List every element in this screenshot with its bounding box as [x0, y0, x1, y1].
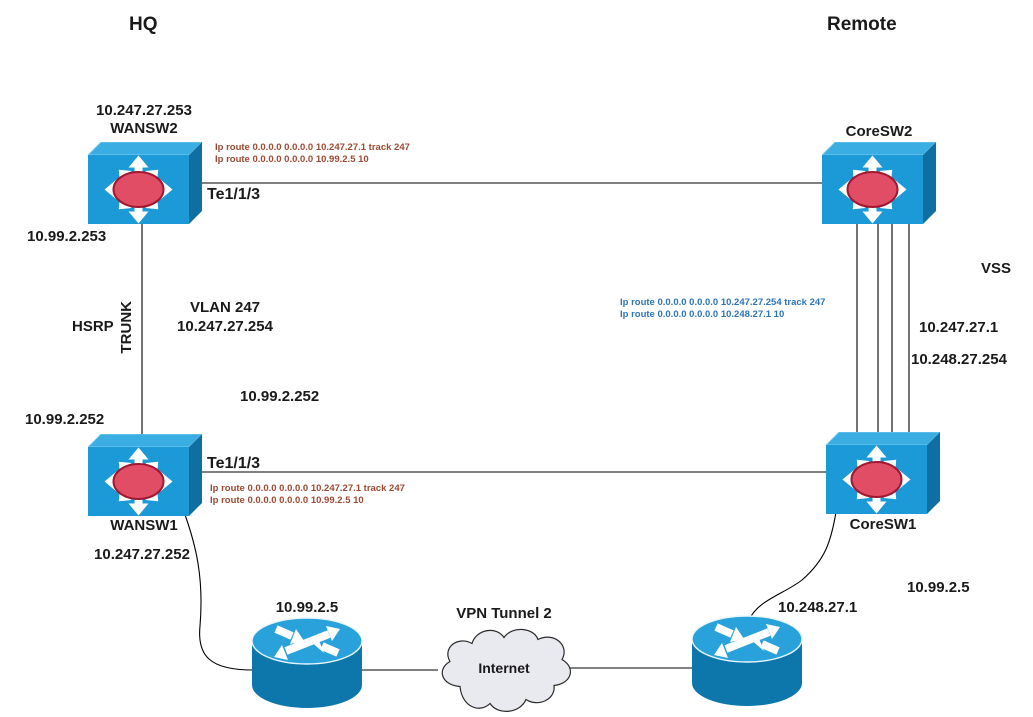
route-line: Ip route 0.0.0.0 0.0.0.0 10.248.27.1 10	[620, 309, 785, 320]
vss-ip2-label: 10.248.27.254	[911, 351, 1007, 368]
vlan-ip-label: 10.247.27.254	[177, 318, 273, 335]
vpn-tunnel-caption: VPN Tunnel 2	[456, 605, 552, 622]
route-line: Ip route 0.0.0.0 0.0.0.0 10.247.27.1 tra…	[215, 142, 410, 153]
remote-gw-ip-label: 10.99.2.5	[907, 579, 970, 596]
router-icon	[691, 615, 803, 706]
mid-ip-label: 10.99.2.252	[240, 388, 320, 405]
coresw1-device	[825, 431, 941, 519]
wansw1-hsrp-ip-label: 10.99.2.252	[25, 411, 105, 428]
router-hq-ip-label: 10.99.2.5	[275, 599, 339, 616]
hsrp-label: HSRP	[72, 318, 114, 335]
cloud-icon	[441, 628, 571, 712]
wansw2-name-label: WANSW2	[110, 120, 178, 137]
remote-site-title: Remote	[827, 14, 897, 35]
wansw2-ip-label: 10.247.27.253	[96, 102, 192, 119]
core-route-annotation: Ip route 0.0.0.0 0.0.0.0 10.247.27.254 t…	[620, 297, 825, 321]
trunk-label: TRUNK	[117, 301, 135, 354]
wansw2-route-annotation: Ip route 0.0.0.0 0.0.0.0 10.247.27.1 tra…	[215, 142, 410, 166]
wansw1-name-label: WANSW1	[110, 517, 178, 534]
switch-icon	[87, 433, 203, 516]
route-line: Ip route 0.0.0.0 0.0.0.0 10.99.2.5 10	[215, 154, 369, 165]
wansw1-device	[87, 433, 203, 521]
route-line: Ip route 0.0.0.0 0.0.0.0 10.247.27.1 tra…	[210, 483, 405, 494]
route-line: Ip route 0.0.0.0 0.0.0.0 10.247.27.254 t…	[620, 297, 826, 308]
switch-icon	[825, 431, 941, 514]
route-line: Ip route 0.0.0.0 0.0.0.0 10.99.2.5 10	[210, 495, 364, 506]
coresw1-name-label: CoreSW1	[849, 516, 917, 533]
te113-top-port-label: Te1/1/3	[207, 186, 261, 203]
hq-site-title: HQ	[129, 14, 158, 35]
vss-label: VSS	[981, 260, 1012, 277]
coresw2-name-label: CoreSW2	[845, 123, 913, 140]
wansw2-device	[87, 141, 203, 229]
internet-label: Internet	[478, 660, 530, 676]
router-remote-device	[690, 614, 804, 713]
link-wansw1-router-hq	[183, 511, 254, 671]
wansw1-route-annotation: Ip route 0.0.0.0 0.0.0.0 10.247.27.1 tra…	[210, 483, 405, 507]
vss-ip1-label: 10.247.27.1	[919, 319, 999, 336]
internet-cloud	[434, 623, 574, 717]
link-coresw1-router-remote	[748, 511, 837, 621]
te113-bottom-port-label: Te1/1/3	[207, 455, 261, 472]
router-hq-device	[250, 616, 364, 715]
switch-icon	[87, 141, 203, 224]
wansw1-ip-label: 10.247.27.252	[94, 546, 190, 563]
router-icon	[251, 617, 363, 708]
wansw2-vlan-ip-label: 10.99.2.253	[27, 228, 107, 245]
coresw2-device	[821, 141, 937, 229]
switch-icon	[821, 141, 937, 224]
vlan-label: VLAN 247	[189, 299, 261, 316]
router-remote-ip-label: 10.248.27.1	[778, 599, 858, 616]
